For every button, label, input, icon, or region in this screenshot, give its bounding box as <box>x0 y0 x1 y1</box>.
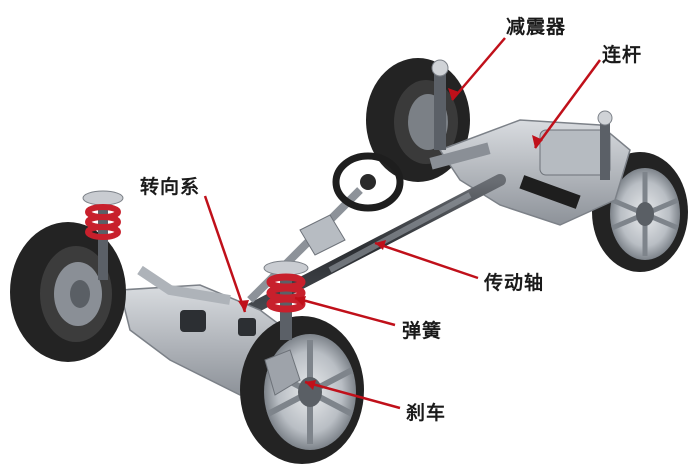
arrowhead-spring <box>295 296 306 306</box>
label-drive-shaft: 传动轴 <box>484 272 545 294</box>
leader-drive-shaft <box>374 241 479 280</box>
arrowhead-brake <box>305 380 316 390</box>
arrowhead-shaft <box>375 240 386 250</box>
label-spring: 弹簧 <box>402 320 443 342</box>
label-shock-absorber: 减震器 <box>506 16 567 38</box>
arrowhead-steering <box>238 300 249 312</box>
front-right-wheel <box>240 316 364 464</box>
leader-link-rod <box>533 59 602 149</box>
front-left-wheel <box>10 222 126 362</box>
rear-right-shock <box>597 110 613 180</box>
label-link-rod: 连杆 <box>602 44 643 66</box>
leader-spring <box>294 296 396 327</box>
leader-arrowheads <box>238 88 543 390</box>
front-right-spring <box>263 260 309 340</box>
front-left-spring <box>82 190 124 280</box>
leader-shock-absorber <box>451 37 506 101</box>
leader-brake <box>304 380 401 410</box>
arrowhead-link <box>532 135 543 148</box>
leader-steering-system <box>203 195 247 313</box>
leader-lines <box>203 37 602 410</box>
label-steering-system: 转向系 <box>140 176 201 198</box>
arrowhead-shock <box>448 88 459 100</box>
rear-shock-absorber <box>431 59 449 150</box>
label-brake: 刹车 <box>406 402 447 424</box>
